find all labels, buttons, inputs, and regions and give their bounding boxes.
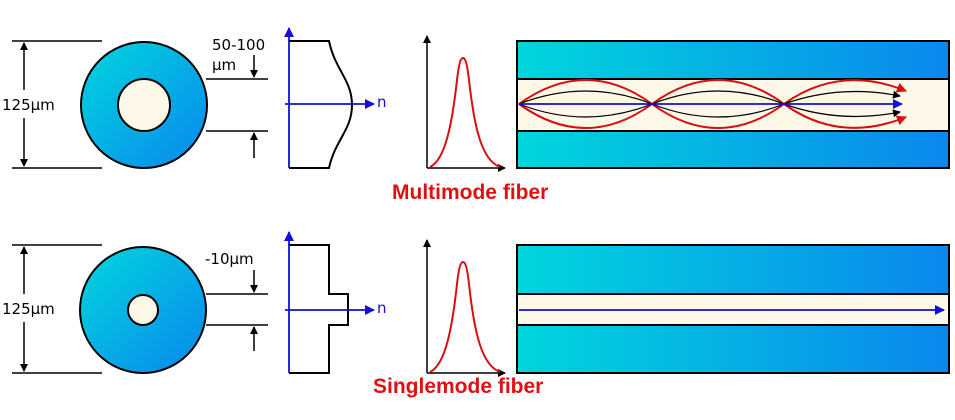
multimode-caption: Multimode fiber	[392, 181, 548, 204]
multimode-section: 125µm 50-100 µm n	[2, 27, 950, 204]
multimode-diameter-label: 125µm	[2, 96, 55, 114]
singlemode-cross-section	[79, 246, 207, 374]
singlemode-pulse-plot	[423, 239, 506, 377]
singlemode-fiber-longitudinal	[516, 244, 950, 374]
singlemode-core	[127, 294, 159, 326]
multimode-core-label-line2: µm	[212, 56, 236, 74]
multimode-pulse-curve	[429, 56, 501, 168]
multimode-fiber-core	[516, 78, 950, 132]
singlemode-diameter-label: 125µm	[2, 300, 55, 318]
singlemode-caption: Singlemode fiber	[373, 375, 543, 398]
multimode-core-dimension: 50-100 µm	[206, 36, 268, 158]
multimode-fiber-longitudinal	[516, 40, 950, 169]
singlemode-core-dimension: -10µm	[205, 250, 268, 351]
singlemode-section: 125µm -10µm n	[2, 231, 950, 398]
multimode-core-label-line1: 50-100	[212, 36, 265, 54]
singlemode-index-profile: n	[284, 231, 387, 374]
multimode-pulse-plot	[423, 35, 506, 172]
multimode-index-axis-label: n	[377, 93, 387, 111]
singlemode-index-axis-label: n	[377, 299, 387, 317]
singlemode-diameter-dimension: 125µm	[2, 244, 102, 374]
multimode-index-profile: n	[284, 27, 387, 169]
multimode-cross-section	[80, 41, 208, 169]
multimode-diameter-dimension: 125µm	[2, 40, 102, 169]
singlemode-pulse-curve	[429, 260, 501, 373]
singlemode-core-label: -10µm	[205, 250, 254, 268]
multimode-core	[117, 78, 171, 132]
